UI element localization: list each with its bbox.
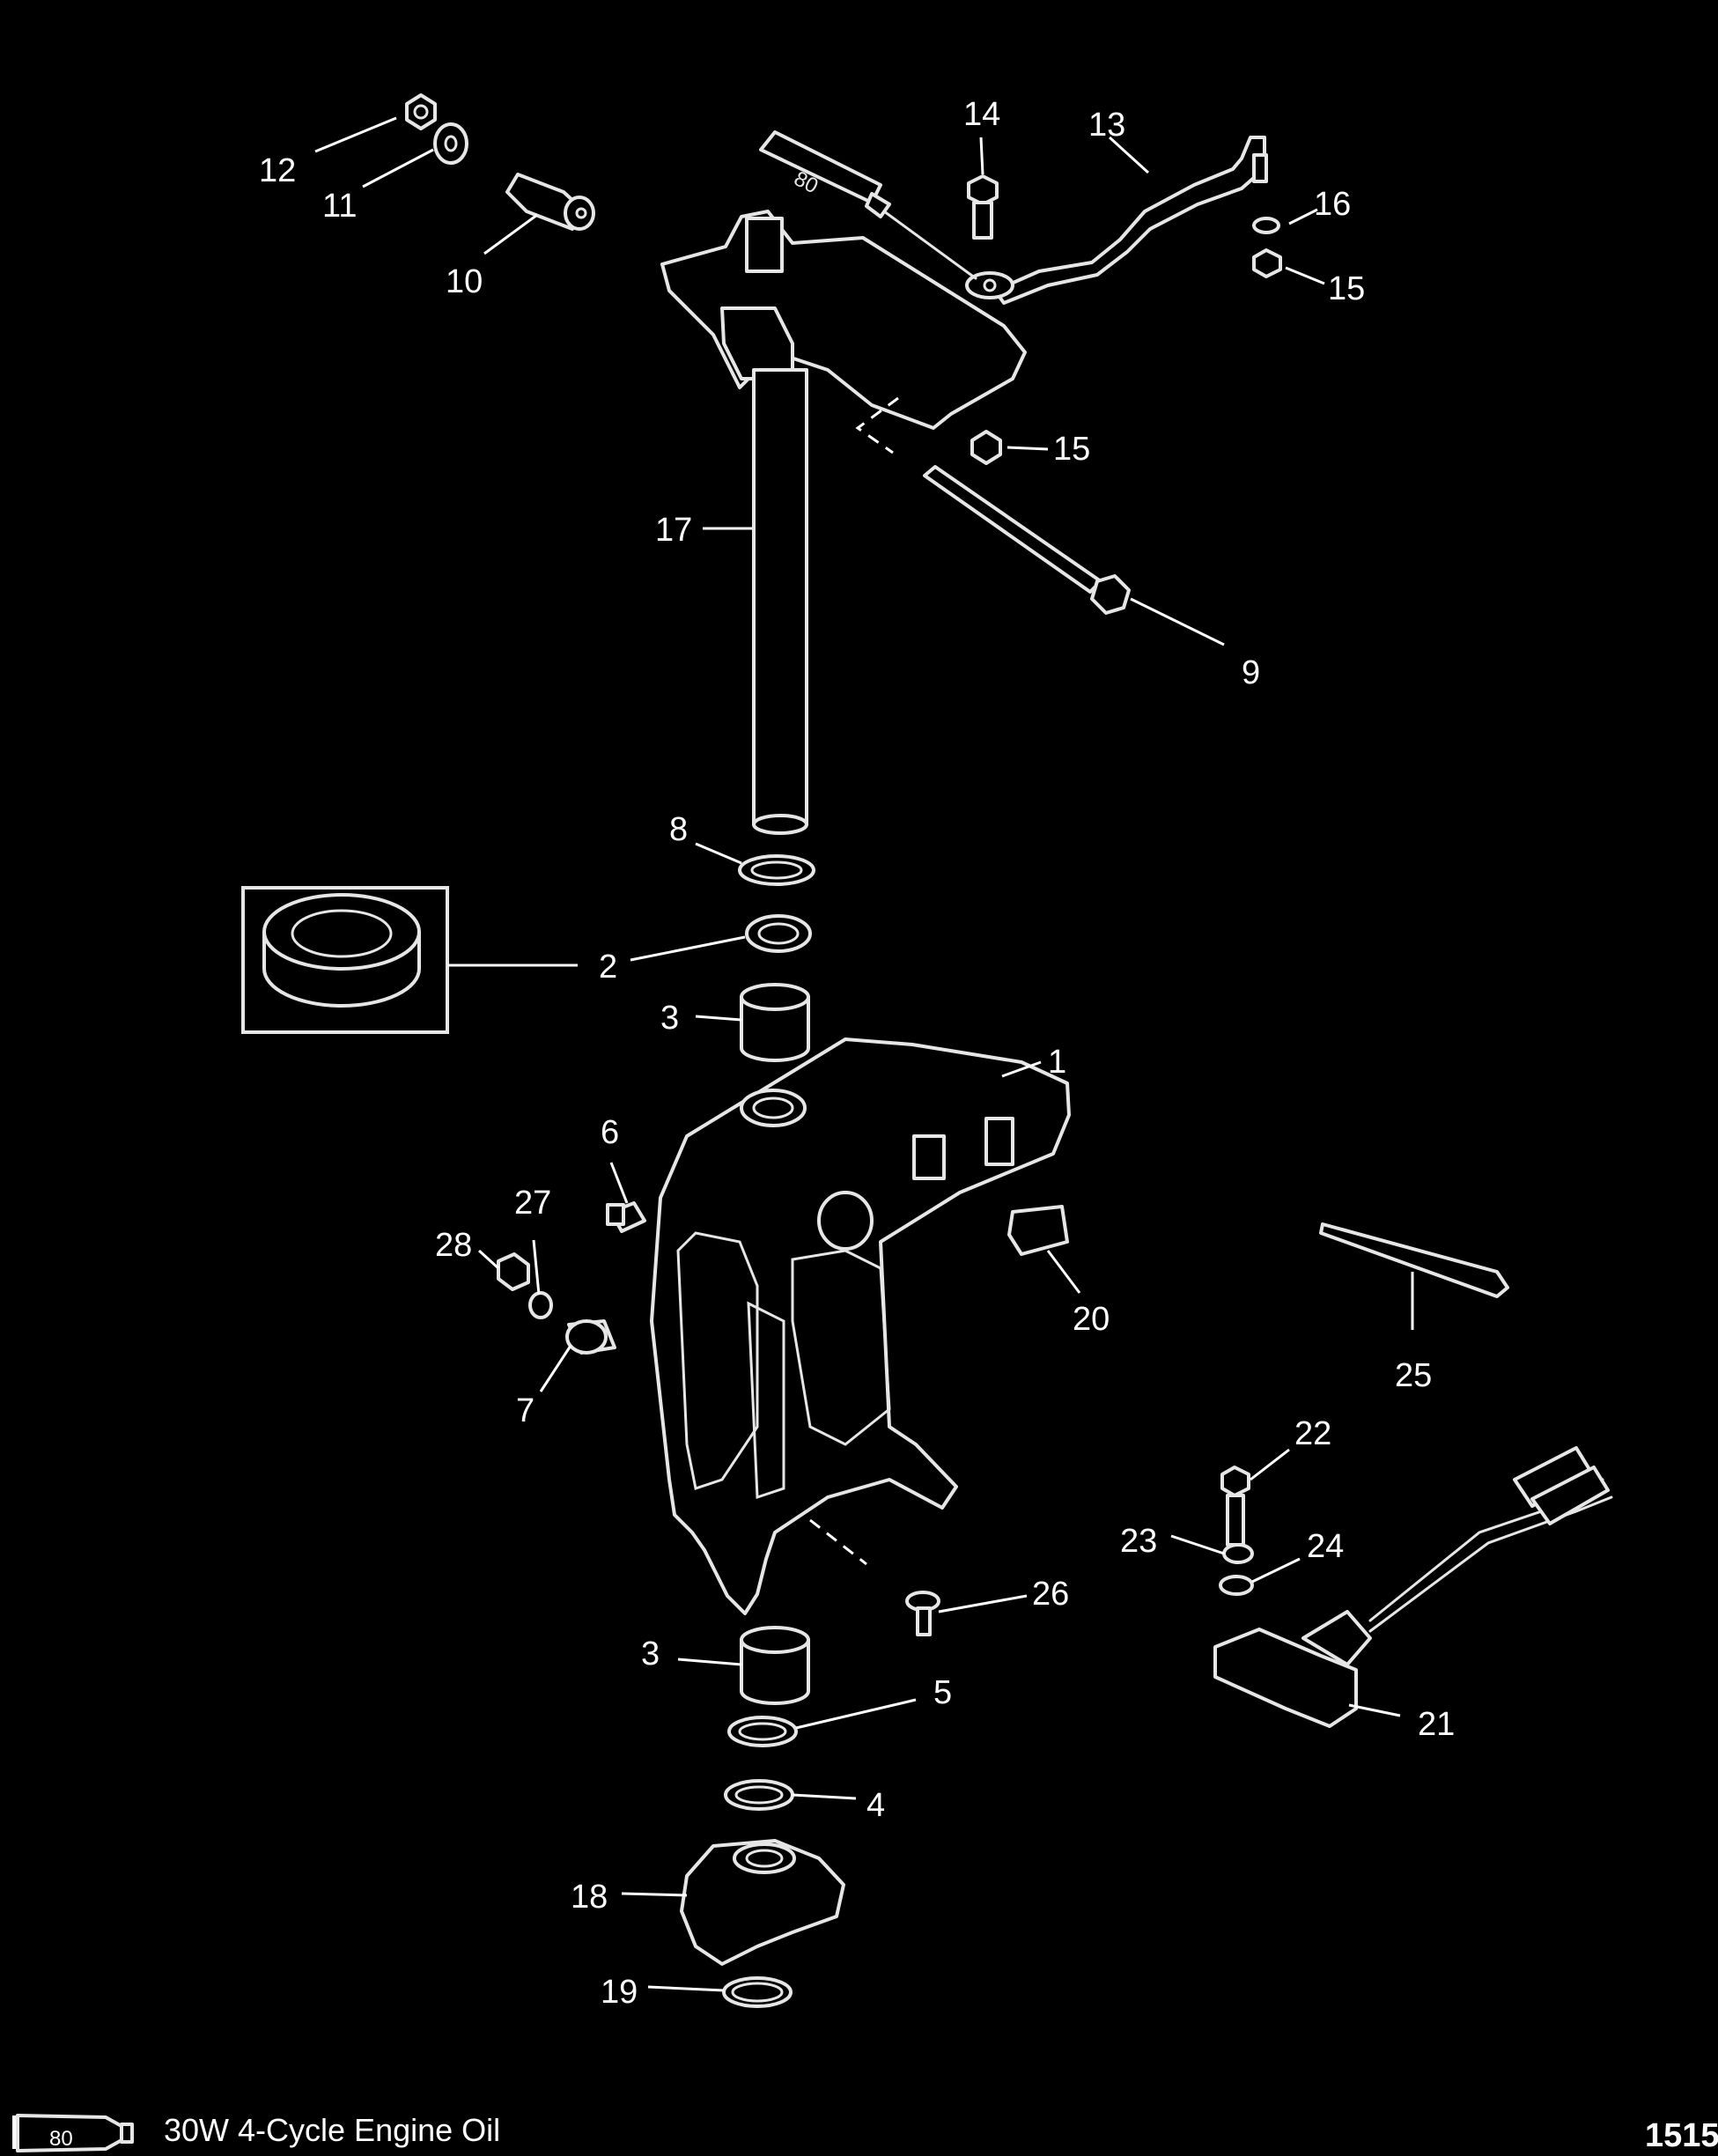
part-11-washer xyxy=(433,122,468,165)
part-1-swivel-bracket xyxy=(650,1037,1071,1615)
callout-28: 28 xyxy=(435,1227,472,1264)
part-24-washer xyxy=(1219,1575,1254,1596)
leader-26 xyxy=(938,1594,1028,1613)
assembly-dash-line-lower xyxy=(809,1518,867,1566)
part-14-screw xyxy=(967,174,999,240)
callout-22: 22 xyxy=(1294,1415,1331,1452)
part-28-nut xyxy=(497,1252,530,1291)
leader-13 xyxy=(1108,136,1150,174)
callout-25: 25 xyxy=(1395,1357,1432,1394)
callout-18: 18 xyxy=(571,1879,608,1916)
callout-7: 7 xyxy=(516,1392,535,1429)
svg-text:80: 80 xyxy=(49,2127,73,2151)
leader-4 xyxy=(792,1793,857,1800)
callout-4: 4 xyxy=(866,1787,885,1824)
legend-description: 30W 4-Cycle Engine Oil xyxy=(164,2112,501,2148)
leader-12 xyxy=(314,116,397,153)
leader-15b xyxy=(1006,446,1049,451)
leader-19 xyxy=(647,1985,725,1992)
leader-6 xyxy=(609,1162,629,1204)
callout-26: 26 xyxy=(1032,1576,1069,1613)
callout-12: 12 xyxy=(259,152,296,189)
part-6-grease-fitting xyxy=(606,1201,646,1233)
callout-8: 8 xyxy=(669,811,688,848)
callout-3-lower: 3 xyxy=(641,1635,660,1672)
leader-20 xyxy=(1046,1250,1081,1294)
callout-24: 24 xyxy=(1307,1528,1344,1565)
part-20-clip xyxy=(1007,1205,1069,1256)
callout-20: 20 xyxy=(1073,1301,1110,1338)
callout-13: 13 xyxy=(1088,107,1125,144)
part-10-switch xyxy=(505,173,595,231)
part-5-ring xyxy=(727,1716,798,1747)
callout-11: 11 xyxy=(322,188,357,225)
part-15-nut-lower xyxy=(970,430,1002,465)
leader-27 xyxy=(532,1239,541,1296)
part-2-seal-detail-inset xyxy=(241,886,449,1034)
part-17-steering-tube xyxy=(752,368,808,835)
leader-28 xyxy=(477,1249,500,1270)
leader-14 xyxy=(979,137,984,175)
leader-22 xyxy=(1250,1448,1290,1481)
callout-14: 14 xyxy=(963,96,1000,133)
callout-19: 19 xyxy=(601,1974,638,2011)
part-9-bolt xyxy=(923,465,1131,615)
callout-10: 10 xyxy=(446,263,483,300)
legend-tube-icon: 80 xyxy=(12,2114,134,2152)
leader-15a xyxy=(1285,266,1325,285)
callout-23: 23 xyxy=(1120,1523,1157,1560)
callout-9: 9 xyxy=(1242,654,1260,691)
callout-1: 1 xyxy=(1048,1044,1066,1081)
leader-3a xyxy=(695,1015,742,1022)
part-4-ring xyxy=(724,1779,794,1811)
part-25-cable-tie xyxy=(1319,1222,1509,1298)
callout-3-upper: 3 xyxy=(660,1000,679,1037)
leader-16 xyxy=(1288,208,1318,225)
part-27-washer xyxy=(528,1291,553,1319)
page-number: 1515 xyxy=(1645,2117,1718,2154)
leader-11 xyxy=(362,148,434,188)
part-23-lock-washer xyxy=(1222,1543,1254,1564)
leader-2b xyxy=(630,935,746,962)
callout-17: 17 xyxy=(655,512,692,549)
part-13-link-rod xyxy=(965,136,1268,305)
part-2-seal xyxy=(745,914,812,953)
callout-16: 16 xyxy=(1314,186,1351,223)
callout-27: 27 xyxy=(514,1185,551,1222)
part-16-washer xyxy=(1252,217,1280,234)
part-19-ring xyxy=(722,1976,793,2008)
part-3-bushing-upper xyxy=(740,983,810,1062)
leader-18 xyxy=(621,1892,688,1897)
steering-arm xyxy=(660,210,1027,430)
callout-15-upper: 15 xyxy=(1328,270,1365,307)
part-22-bolt xyxy=(1220,1466,1250,1547)
part-15-nut-upper xyxy=(1252,248,1282,278)
leader-9 xyxy=(1130,597,1225,646)
part-8-ring xyxy=(738,854,815,886)
leader-7 xyxy=(539,1345,572,1392)
callout-2: 2 xyxy=(599,949,617,986)
callout-15-lower: 15 xyxy=(1053,431,1090,468)
part-21-trim-sender xyxy=(1213,1446,1613,1728)
part-12-nut xyxy=(405,93,437,130)
part-18-steering-yoke xyxy=(680,1839,845,1966)
leader-3b xyxy=(677,1658,742,1666)
callout-6: 6 xyxy=(601,1114,619,1151)
callout-5: 5 xyxy=(933,1674,952,1711)
leader-5 xyxy=(795,1698,917,1730)
leader-24 xyxy=(1251,1557,1301,1584)
assembly-dash-line-upper xyxy=(855,396,899,454)
leader-8 xyxy=(695,842,742,865)
leader-1 xyxy=(1001,1060,1042,1078)
callout-21: 21 xyxy=(1418,1706,1455,1743)
leader-23 xyxy=(1170,1534,1225,1555)
part-7-bushing xyxy=(565,1319,616,1355)
part-26-screw xyxy=(905,1591,940,1636)
leader-10 xyxy=(483,213,538,255)
part-3-bushing-lower xyxy=(740,1626,810,1705)
leader-21 xyxy=(1348,1703,1401,1717)
